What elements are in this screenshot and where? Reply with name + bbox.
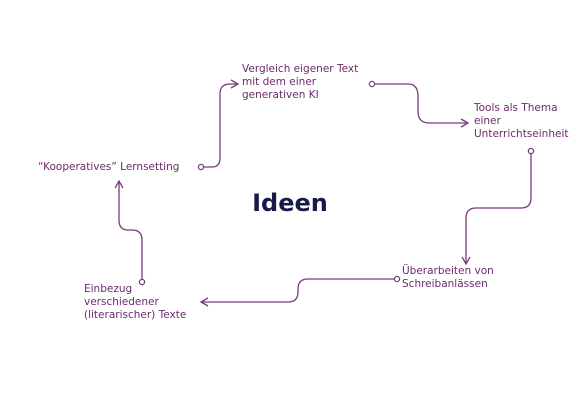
connector-vergleich-to-tools [375, 83, 470, 128]
connector-start-dot-ueber [393, 275, 401, 283]
connector-tools-to-ueber [461, 154, 532, 266]
node-ueberarbeiten: Überarbeiten von Schreibanlässen [402, 265, 494, 290]
node-einbezug: Einbezug verschiedener (literarischer) T… [84, 283, 187, 321]
connector-start-dot-koop [197, 163, 205, 171]
connector-start-dot-einbezug [138, 278, 146, 286]
diagram-title: Ideen [252, 189, 328, 217]
node-kooperatives-lernsetting: “Kooperatives” Lernsetting [38, 161, 180, 173]
connector-start-dot-tools [527, 147, 535, 155]
connector-ueber-to-einbezug [199, 278, 394, 307]
node-tools: Tools als Thema einer Unterrichtseinheit [474, 102, 569, 140]
connector-einbezug-to-koop [114, 179, 143, 279]
node-vergleich: Vergleich eigener Text mit dem einer gen… [242, 63, 359, 101]
connector-start-dot-vergleich [368, 80, 376, 88]
connector-koop-to-vergleich [204, 79, 240, 168]
